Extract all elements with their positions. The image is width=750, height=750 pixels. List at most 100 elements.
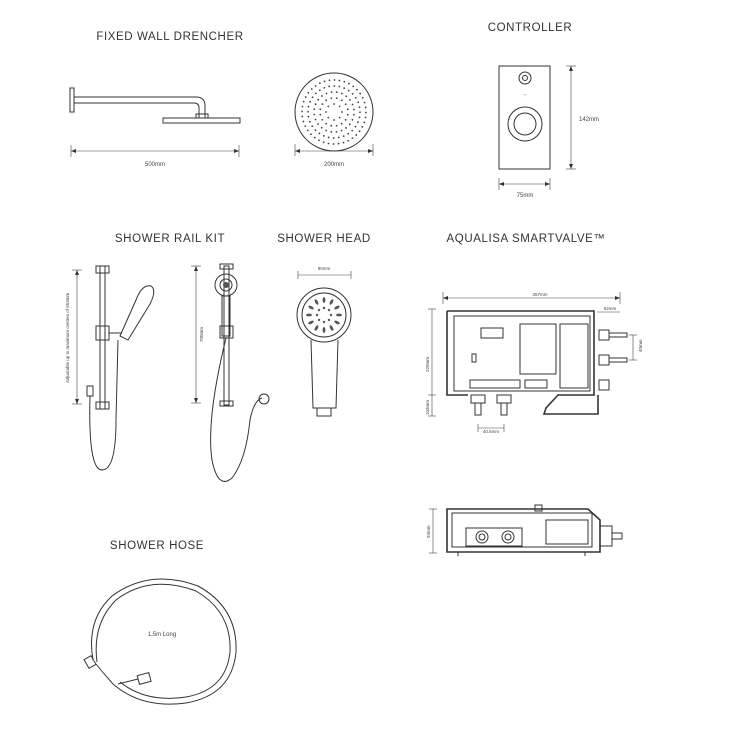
shower-head-spray-pattern [306, 297, 342, 333]
nozzle-dot [325, 92, 328, 95]
nozzle-dot [317, 98, 320, 101]
nozzle-dot [338, 85, 341, 88]
inlet-spacing-label: 40.5mm [483, 429, 500, 434]
nozzle-dot [333, 119, 335, 121]
valve-lower-height-label: 103mm [425, 400, 430, 415]
rail-hose-front [210, 337, 263, 482]
adjustable-centres-label: Adjustable up to maximum centres of 653m… [65, 292, 70, 383]
nozzle-dot [330, 130, 333, 133]
drencher-head-face [294, 72, 374, 152]
nozzle-dot [332, 137, 335, 139]
nozzle-dot [327, 116, 330, 119]
temperature-dial [507, 106, 543, 142]
spray-jet [329, 325, 334, 331]
nozzle-dot [335, 124, 338, 127]
nozzle-dot [338, 116, 341, 119]
nozzle-dot [352, 113, 355, 116]
nozzle-dot [351, 92, 354, 95]
hose-coil-inner [95, 583, 231, 699]
nozzle-dot [330, 97, 333, 100]
nozzle-dot [358, 106, 361, 109]
plan-inlet-hot [475, 530, 489, 544]
nozzle-dot [321, 118, 324, 121]
nozzle-dot [330, 124, 333, 127]
spray-jet [317, 308, 321, 312]
nozzle-dot [307, 91, 310, 94]
nozzle-dot [333, 85, 336, 87]
nozzle-dot [340, 122, 343, 125]
valve-control-module [519, 323, 557, 375]
controller-title: CONTROLLER [488, 22, 573, 34]
nozzle-dot [304, 96, 307, 98]
shower-head-section: SHOWER HEAD 90mm [277, 233, 370, 417]
nozzle-dot [314, 129, 317, 132]
nozzle-dot [325, 111, 327, 113]
hose-end-fitting-1 [83, 654, 97, 670]
nozzle-dot [345, 127, 347, 129]
nozzle-dot [347, 139, 350, 142]
nozzle-dot [322, 135, 325, 137]
nozzle-dot [301, 115, 304, 118]
spray-jet [329, 313, 333, 317]
drencher-head-side [162, 117, 241, 124]
nozzle-dot [346, 113, 349, 116]
hose-connector [316, 407, 332, 417]
nozzle-dot [357, 121, 359, 124]
outlet-spacing-label: 40mm [638, 339, 643, 352]
nozzle-dot [352, 85, 355, 88]
nozzle-dot [332, 143, 335, 145]
nozzle-dot [304, 125, 307, 128]
plan-depth-label: 93mm [426, 525, 431, 538]
valve-outlets [598, 329, 628, 391]
nozzle-dot [327, 142, 330, 145]
nozzle-dot [321, 103, 324, 106]
hose-length-label: 1.5m Long [148, 632, 176, 638]
nozzle-dot [347, 132, 350, 135]
rail-hose-side [89, 339, 119, 471]
shower-head-handle [310, 339, 339, 409]
nozzle-dot [351, 103, 354, 106]
nozzle-dot [313, 136, 316, 139]
nozzle-dot [321, 95, 323, 97]
nozzle-dot [307, 115, 310, 118]
drencher-side-view: 500mm [69, 87, 241, 168]
spray-jet [308, 320, 314, 325]
controller-led-indicator: ◦◦ [523, 92, 527, 97]
nozzle-dot [347, 89, 350, 92]
shower-head-face [296, 287, 352, 343]
spray-jet [317, 318, 321, 322]
nozzle-dot [335, 91, 338, 94]
valve-height-label: 220mm [425, 357, 430, 372]
head-width-label: 90mm [318, 266, 331, 271]
nozzle-dot [352, 108, 355, 111]
smartvalve-plan-view: 93mm [426, 504, 623, 556]
nozzle-dot [328, 79, 331, 82]
nozzle-dot [320, 126, 323, 129]
nozzle-dot [338, 105, 341, 108]
nozzle-dot [301, 105, 304, 108]
nozzle-dot [335, 97, 338, 100]
nozzle-dot [318, 89, 321, 92]
shower-arm [74, 96, 206, 118]
nozzle-dot [319, 108, 322, 111]
spray-jet [306, 313, 312, 317]
nozzle-dot [365, 111, 367, 114]
hose-outlet [86, 385, 94, 397]
nozzle-dot [364, 106, 367, 109]
nozzle-dot [351, 129, 354, 132]
shower-rail-kit-section: SHOWER RAIL KIT Adjustable up to maximum… [65, 233, 270, 482]
nozzle-dot [302, 100, 305, 103]
nozzle-dot [358, 116, 361, 119]
nozzle-dot [346, 108, 349, 111]
nozzle-dot [308, 120, 311, 123]
plan-outlet-fitting [599, 525, 613, 547]
nozzle-dot [325, 129, 328, 132]
controller-faceplate [498, 65, 551, 170]
nozzle-dot [358, 130, 361, 133]
nozzle-dot [307, 105, 310, 108]
valve-label-plate [480, 327, 504, 339]
spray-jet [314, 299, 319, 305]
nozzle-dot [322, 141, 325, 144]
spray-jet [322, 306, 326, 310]
nozzle-dot [357, 101, 360, 104]
